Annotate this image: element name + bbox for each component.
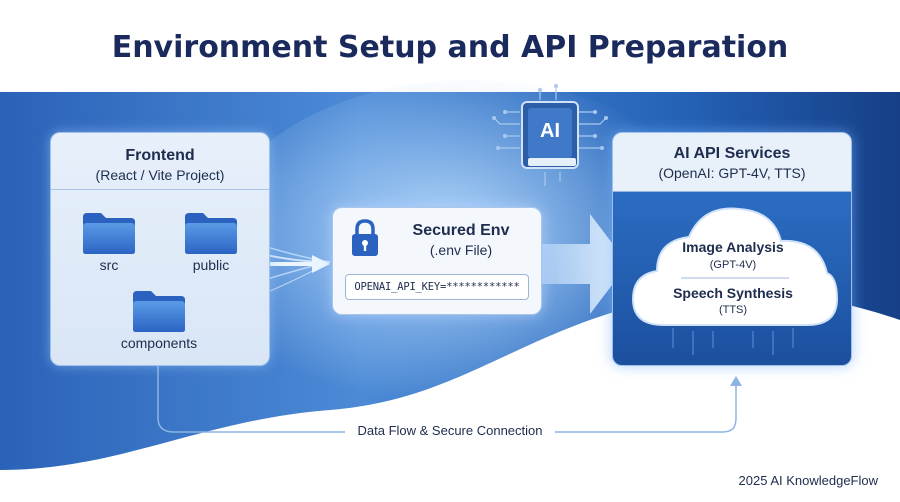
api-key-field[interactable]: OPENAI_API_KEY=************ [345, 274, 529, 300]
cloud-icon [631, 207, 839, 326]
arrow-up-icon [730, 376, 742, 386]
data-flow-label: Data Flow & Secure Connection [357, 423, 543, 438]
frontend-divider [51, 189, 269, 190]
service-detail-speech-synthesis: (TTS) [718, 304, 748, 316]
service-detail-image-analysis: (GPT-4V) [709, 259, 757, 271]
service-name-image-analysis: Image Analysis [682, 239, 784, 255]
api-services-panel: AI API Services (OpenAI: GPT-4V, TTS) Im… [612, 132, 852, 366]
lock-icon [352, 219, 378, 256]
service-name-speech-synthesis: Speech Synthesis [673, 285, 793, 301]
env-panel: Secured Env (.env File) OPENAI_API_KEY=*… [332, 207, 542, 315]
env-title: Secured Env [412, 222, 510, 239]
footer-credit: 2025 AI KnowledgeFlow [738, 473, 878, 488]
arrow-right-icon [542, 214, 628, 314]
api-subtitle: (OpenAI: GPT-4V, TTS) [658, 165, 806, 181]
arrow-right-icon [240, 255, 330, 273]
ai-chip-label: AI [540, 120, 560, 142]
api-title: AI API Services [673, 145, 791, 162]
folder-label-components: components [120, 335, 198, 351]
folder-label-src: src [99, 257, 119, 273]
folder-label-public: public [192, 257, 230, 273]
frontend-panel: Frontend (React / Vite Project) src publ… [50, 132, 270, 366]
frontend-subtitle: (React / Vite Project) [95, 167, 225, 183]
env-subtitle: (.env File) [429, 242, 493, 258]
folder-icon[interactable] [183, 211, 239, 255]
folder-icon[interactable] [81, 211, 137, 255]
frontend-title: Frontend [125, 147, 195, 164]
ai-book-chip-icon [492, 84, 608, 186]
page-title: Environment Setup and API Preparation [111, 30, 789, 65]
circuit-lines [672, 328, 794, 355]
folder-icon[interactable] [131, 289, 187, 333]
